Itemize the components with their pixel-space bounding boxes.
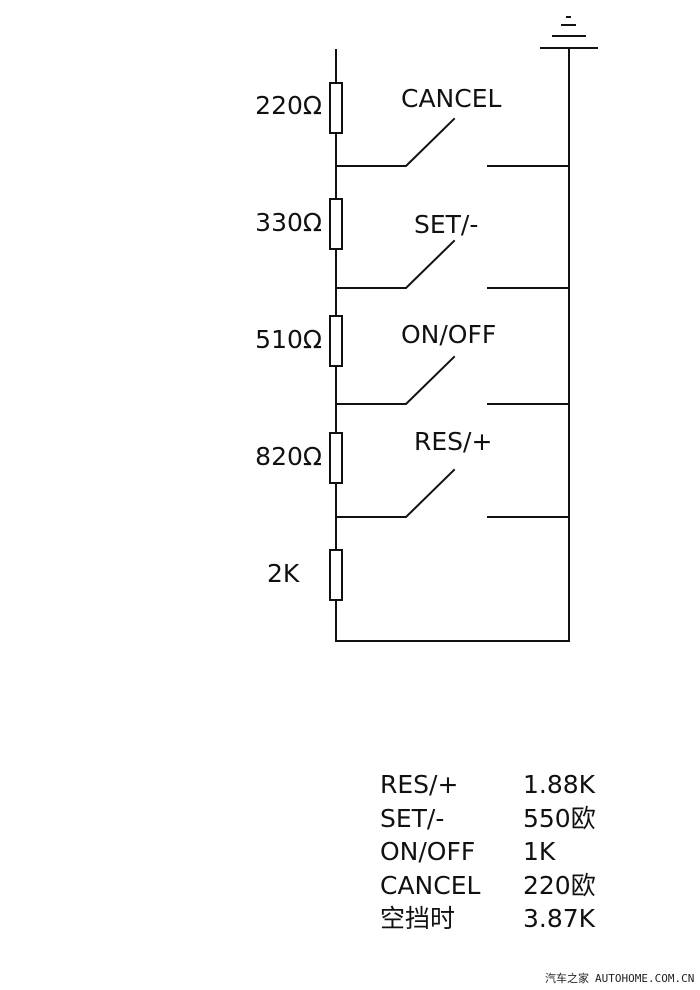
switch-cancel [335,117,570,167]
resistance-value: 550欧 [523,803,596,833]
ground-icon [540,16,598,49]
resistance-value: 1.88K [523,770,596,799]
resistor-label-330: 330Ω [255,208,322,237]
resistor-label-220: 220Ω [255,91,322,120]
watermark: 汽车之家 AUTOHOME.COM.CN [545,970,694,986]
resistance-value: 220欧 [523,870,596,900]
switch-res [335,468,570,518]
switch-label-onoff: ON/OFF [401,320,497,349]
button-name: ON/OFF [380,837,476,866]
switch-set [335,239,570,289]
button-name: RES/+ [380,770,459,799]
resistor-330 [329,198,343,250]
watermark-cn: 汽车之家 [545,972,589,985]
switch-label-res: RES/+ [414,427,493,456]
resistor-label-2k: 2K [267,559,300,588]
button-name: 空挡时 [380,904,456,933]
resistor-820 [329,432,343,484]
switch-onoff [335,355,570,405]
switch-label-set: SET/- [414,210,479,239]
resistance-value: 1K [523,837,556,866]
button-name: CANCEL [380,870,481,900]
resistor-2k [329,549,343,601]
resistor-510 [329,315,343,367]
switch-label-cancel: CANCEL [401,84,502,113]
button-name: SET/- [380,803,445,833]
resistor-label-820: 820Ω [255,442,322,471]
resistance-value: 3.87K [523,904,596,933]
resistor-label-510: 510Ω [255,325,322,354]
resistor-220 [329,82,343,134]
watermark-en: AUTOHOME.COM.CN [595,972,695,985]
